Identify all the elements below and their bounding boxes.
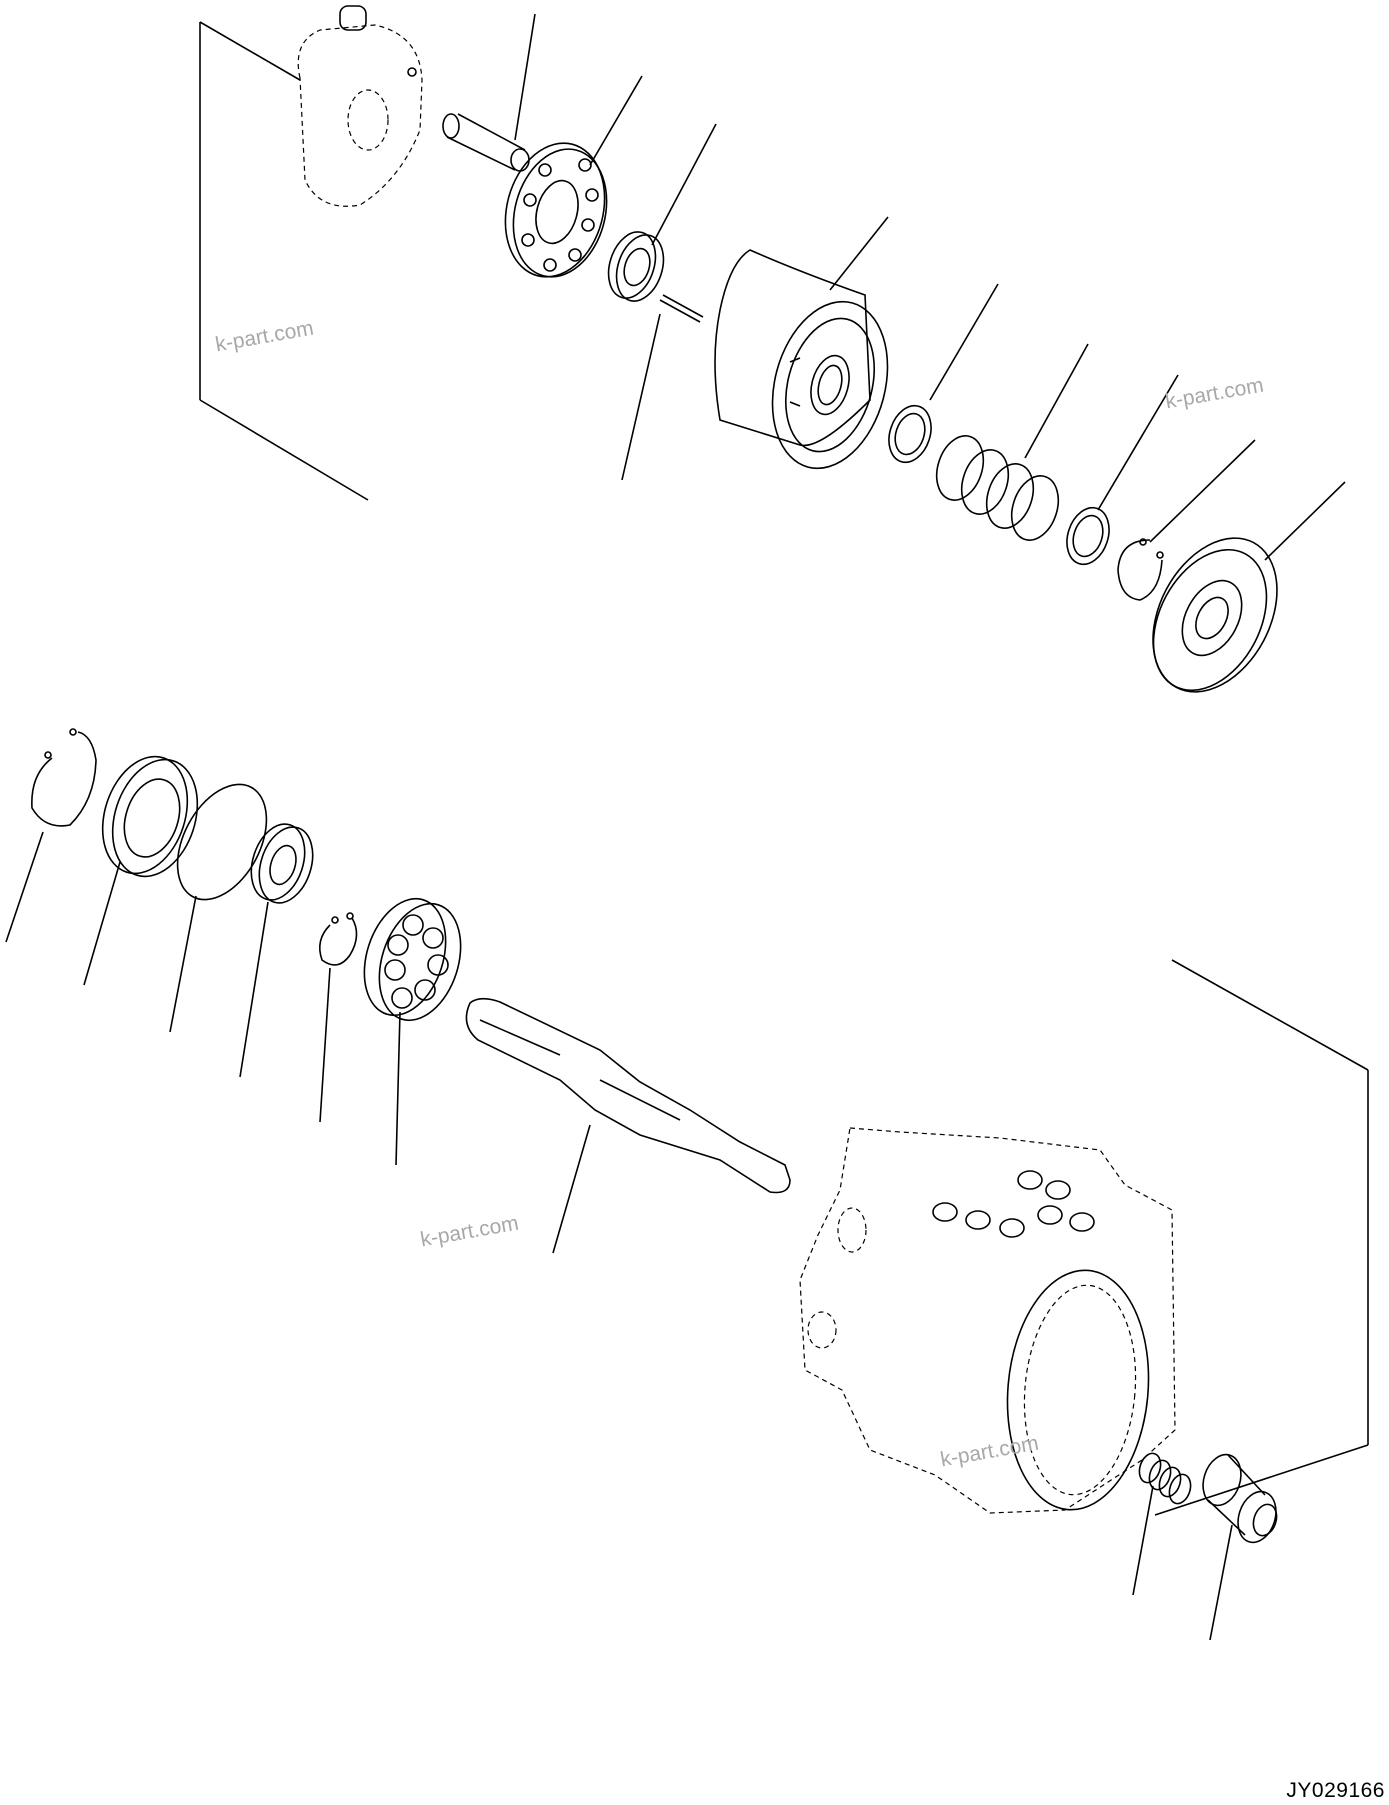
valve-plate: [1152, 537, 1278, 693]
drive-shaft: [465, 997, 791, 1194]
reference-frame-lower: [1154, 959, 1369, 1516]
cylinder-block: [714, 249, 889, 470]
reference-frame-upper: [199, 21, 369, 501]
pump-case-phantom: [799, 1127, 1176, 1514]
washer-1: [888, 404, 932, 464]
pin: [659, 294, 704, 323]
oil-seal: [250, 823, 314, 904]
washer-2: [1066, 506, 1110, 566]
pump-cover-phantom: [297, 5, 423, 207]
guide-pin: [442, 113, 530, 172]
leader-lines-lower: [5, 831, 1233, 1641]
snap-ring-2: [31, 728, 97, 827]
leader-lines-upper: [514, 13, 1346, 561]
snap-ring-1: [1117, 538, 1164, 601]
spherical-bushing: [607, 231, 665, 302]
spring: [935, 435, 1060, 541]
seal-case: [101, 755, 199, 878]
drawing-number: JY029166: [1286, 1779, 1385, 1802]
o-ring: [176, 783, 268, 901]
snap-ring-3: [319, 912, 358, 966]
retainer-plate: [504, 142, 608, 278]
plug: [1202, 1453, 1278, 1544]
ball-bearing: [363, 897, 462, 1022]
plug-spring: [1138, 1452, 1192, 1505]
